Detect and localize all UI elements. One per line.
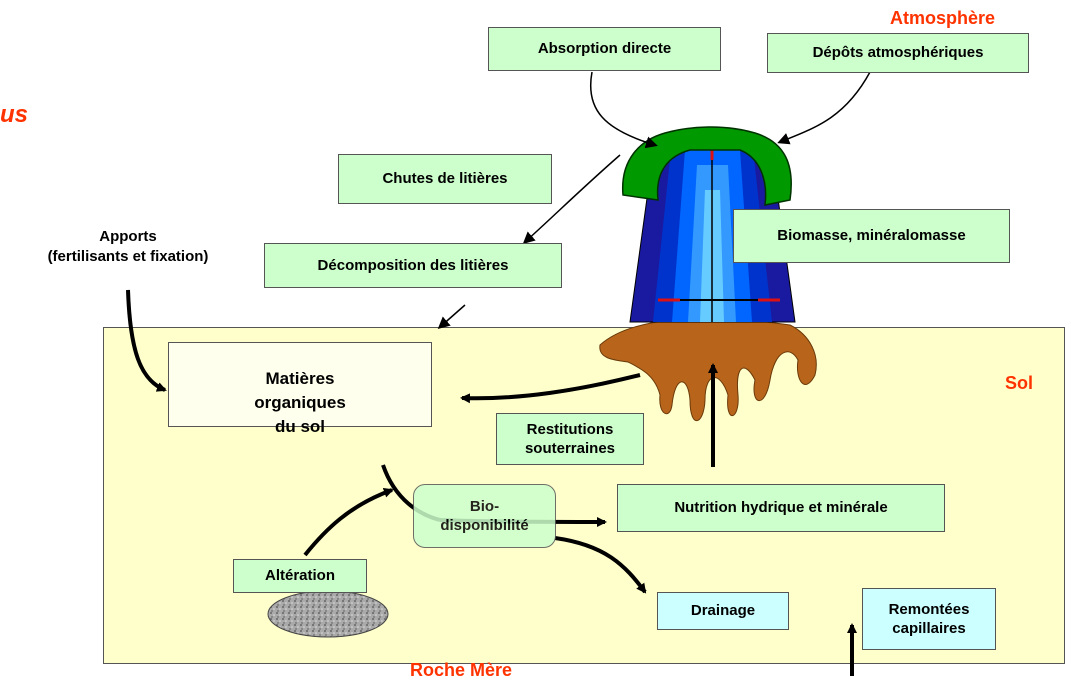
matieres-line-2: organiques	[254, 391, 346, 415]
box-nutrition: Nutrition hydrique et minérale	[617, 484, 945, 532]
matieres-line-3: du sol	[254, 415, 346, 439]
partial-title: us	[0, 101, 28, 129]
roots	[600, 318, 816, 420]
arrow-depots	[780, 72, 870, 142]
remontees-line-2: capillaires	[892, 619, 965, 639]
arrow-apports	[128, 290, 165, 390]
box-restitutions-souterraines: Restitutions souterraines	[496, 413, 644, 465]
matieres-line-1: Matières	[254, 367, 346, 391]
box-absorption-directe: Absorption directe	[488, 27, 721, 71]
box-biomasse: Biomasse, minéralomasse	[733, 209, 1010, 263]
restitutions-line-1: Restitutions	[527, 420, 614, 440]
apports-line-2: (fertilisants et fixation)	[8, 247, 248, 267]
restitutions-line-2: souterraines	[525, 439, 615, 459]
label-sol: Sol	[1005, 373, 1033, 394]
label-roche-mere: Roche Mère	[410, 660, 512, 681]
box-remontees-capillaires: Remontées capillaires	[862, 588, 996, 650]
bio-line-2: disponibilité	[440, 516, 528, 536]
label-apports: Apports (fertilisants et fixation)	[8, 227, 248, 268]
box-depots-atmospheriques: Dépôts atmosphériques	[767, 33, 1029, 73]
arrow-alteration-to-bio	[305, 490, 392, 555]
apports-line-1: Apports	[8, 227, 248, 247]
bio-line-1: Bio-	[470, 497, 499, 517]
box-biodisponibilite: Bio- disponibilité	[413, 484, 556, 548]
box-alteration: Altération	[233, 559, 367, 593]
bedrock-rock	[268, 591, 388, 637]
arrow-bio-to-drainage	[555, 538, 645, 592]
arrow-decomposition	[440, 305, 465, 327]
arrow-absorption	[591, 72, 655, 145]
label-atmosphere: Atmosphère	[890, 8, 995, 29]
box-matieres-organiques: Matières organiques du sol	[168, 342, 432, 427]
box-decomposition-litieres: Décomposition des litières	[264, 243, 562, 288]
box-chutes-litieres: Chutes de litières	[338, 154, 552, 204]
remontees-line-1: Remontées	[889, 600, 970, 620]
box-drainage: Drainage	[657, 592, 789, 630]
arrow-restitutions	[462, 375, 640, 398]
